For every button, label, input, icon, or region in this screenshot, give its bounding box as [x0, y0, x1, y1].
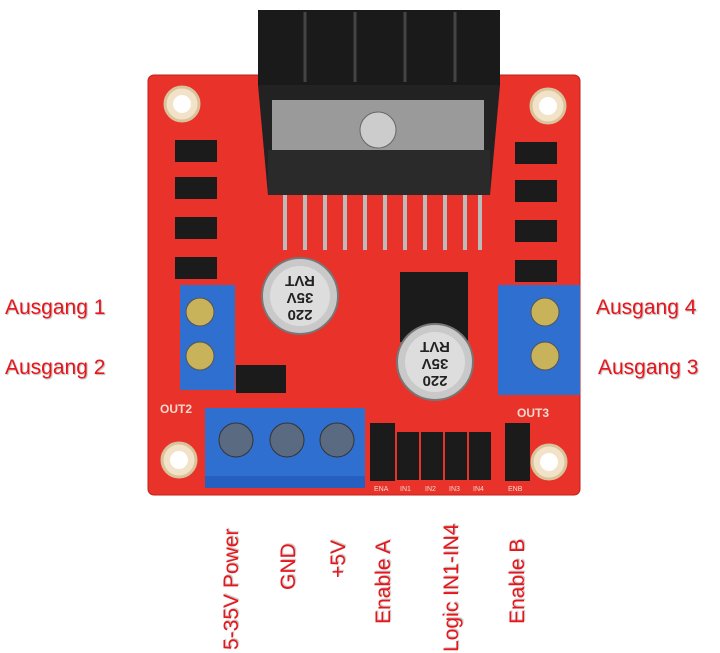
mounting-holes	[160, 85, 568, 481]
svg-text:35V: 35V	[422, 355, 449, 372]
terminal-out3-out4	[498, 285, 580, 395]
silk-in2: IN2	[425, 486, 436, 493]
label-ausgang-1: Ausgang 1	[5, 296, 106, 319]
silk-out3: OUT3	[517, 406, 549, 420]
silk-in3: IN3	[449, 486, 460, 493]
svg-text:220: 220	[422, 372, 447, 389]
capacitor-2-label: 220 35V RVT	[420, 338, 450, 389]
label-5v: +5V	[327, 540, 350, 578]
label-ausgang-3: Ausgang 3	[598, 356, 699, 379]
svg-text:RVT: RVT	[420, 338, 450, 355]
jumper-5v	[236, 365, 286, 393]
heatsink	[258, 10, 500, 195]
silk-ena: ENA	[374, 486, 389, 493]
silk-pin-labels: ENA IN1 IN2 IN3 IN4 ENB	[374, 486, 523, 493]
svg-text:220: 220	[287, 306, 312, 323]
label-ausgang-4: Ausgang 4	[596, 296, 697, 319]
ic-pins	[283, 195, 482, 250]
label-enable-b: Enable B	[506, 538, 529, 624]
terminal-out1-out2	[180, 285, 235, 390]
terminal-power	[205, 408, 365, 488]
capacitor-2	[396, 323, 474, 401]
label-ausgang-2: Ausgang 2	[5, 356, 106, 379]
label-power: 5-35V Power	[220, 528, 243, 650]
silk-in4: IN4	[473, 486, 484, 493]
diodes-right	[515, 142, 557, 282]
svg-text:RVT: RVT	[285, 272, 315, 289]
svg-text:35V: 35V	[287, 289, 314, 306]
silk-out2: OUT2	[160, 402, 192, 416]
diodes-left	[175, 140, 217, 279]
label-enable-a: Enable A	[372, 539, 395, 624]
silk-in1: IN1	[400, 486, 411, 493]
label-logic: Logic IN1-IN4	[440, 523, 463, 652]
silk-enb: ENB	[508, 486, 523, 493]
label-gnd: GND	[277, 543, 300, 590]
capacitor-1	[261, 257, 339, 335]
pin-header	[370, 423, 530, 481]
capacitor-1-label: 220 35V RVT	[285, 272, 315, 323]
